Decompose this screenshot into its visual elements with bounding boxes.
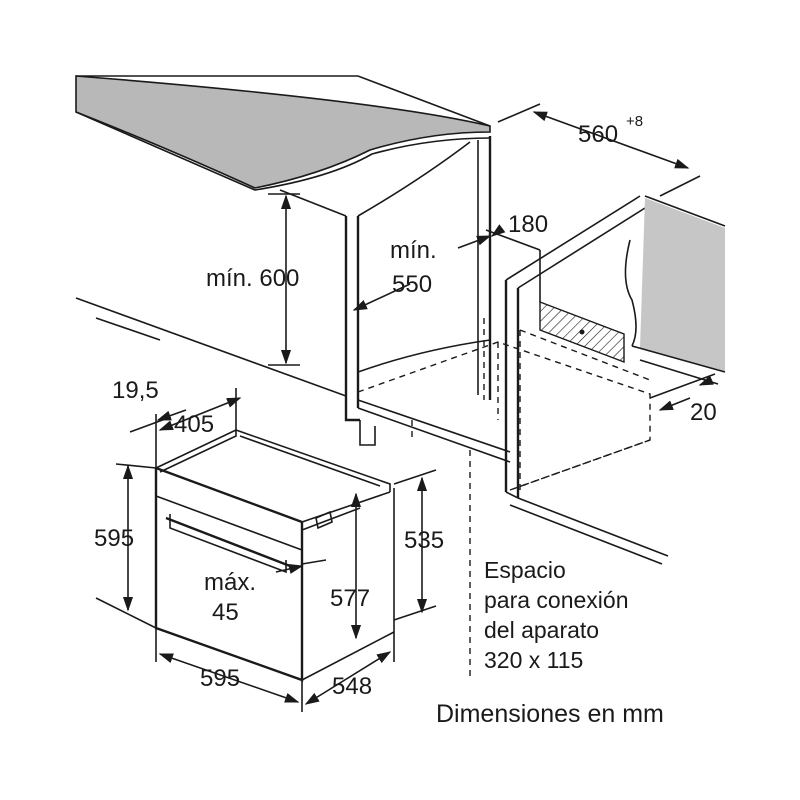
connection-note-line1: Espacio	[484, 557, 566, 583]
label-top-depth: 405	[174, 411, 214, 438]
label-oven-height: 595	[94, 525, 134, 552]
label-min-depth-1: mín.	[390, 237, 437, 264]
label-back-gap: 180	[508, 211, 548, 238]
oven	[154, 429, 395, 682]
label-oven-depth: 548	[332, 673, 372, 700]
label-front-offset: 19,5	[112, 377, 159, 404]
label-max-2: 45	[212, 599, 239, 626]
dimension-lines	[95, 103, 716, 712]
connection-note-line2: para conexión	[484, 587, 629, 613]
label-width-niche-sup: +8	[626, 113, 643, 130]
label-side-gap: 20	[690, 399, 717, 426]
label-oven-width: 595	[200, 665, 240, 692]
label-min-height: mín. 600	[206, 265, 299, 292]
countertop	[75, 75, 491, 191]
connection-note-line3: del aparato	[484, 617, 599, 643]
label-min-depth-2: 550	[392, 271, 432, 298]
connection-note-line4: 320 x 115	[484, 647, 583, 673]
label-inner-height: 577	[330, 585, 370, 612]
cabinet-niche	[75, 136, 726, 680]
label-max-1: máx.	[204, 569, 256, 596]
label-body-height: 535	[404, 527, 444, 554]
connection-note: Espacio para conexión del aparato 320 x …	[484, 557, 629, 673]
footer-units: Dimensiones en mm	[436, 700, 664, 728]
dimension-labels: 560 +8 mín. 600 mín. 550 180 20 19,5 405…	[94, 113, 717, 700]
label-width-niche: 560	[578, 121, 618, 148]
